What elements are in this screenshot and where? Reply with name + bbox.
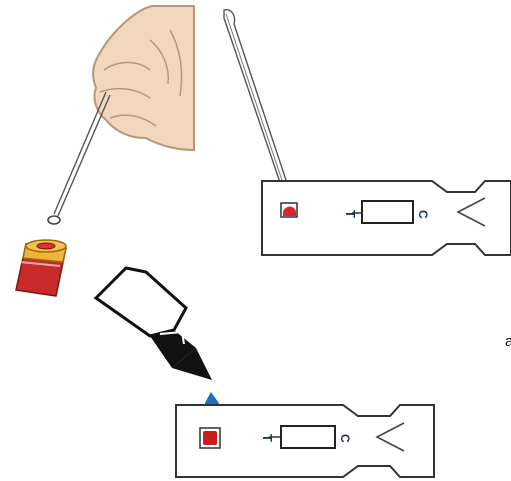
hand-illustration	[92, 5, 195, 152]
flow-direction-chevron-bottom	[375, 422, 405, 452]
control-line-label-bottom: C	[338, 434, 352, 443]
control-line-label-top: C	[416, 210, 430, 219]
test-line-label-top: T	[343, 210, 358, 218]
blood-sample-tube	[15, 239, 67, 297]
test-cassette-bottom: T C	[175, 404, 435, 478]
result-window-bottom	[280, 425, 336, 449]
buffer-bottle	[93, 266, 212, 380]
sample-drop-top	[283, 206, 296, 216]
test-line-label-bottom: T	[260, 434, 275, 442]
flow-direction-chevron-top	[456, 197, 486, 227]
capillary-pipette	[47, 91, 111, 225]
sample-drop-bottom	[203, 431, 217, 445]
dropper-pipette	[223, 9, 293, 201]
side-text: a	[505, 333, 511, 350]
result-window-top	[361, 200, 414, 224]
test-cassette-top: T C	[261, 180, 511, 256]
